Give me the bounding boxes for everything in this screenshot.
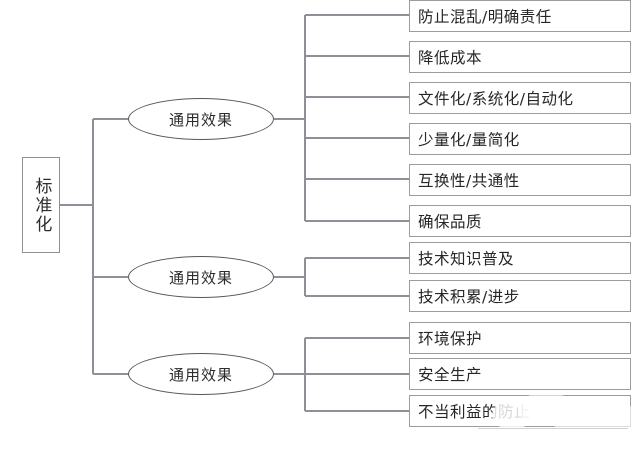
watermark-line <box>478 428 628 429</box>
leaf-label: 防止混乱/明确责任 <box>418 8 552 26</box>
leaf-box[interactable]: 技术知识普及 <box>409 242 631 274</box>
branch-node-3-label: 通用效果 <box>168 365 233 384</box>
leaf-label: 互换性/共通性 <box>418 172 520 190</box>
branch-node-2-label: 通用效果 <box>168 268 233 287</box>
branch-node-3[interactable]: 通用效果 <box>128 353 274 395</box>
branch-node-2[interactable]: 通用效果 <box>128 256 274 298</box>
leaf-label: 降低成本 <box>418 49 483 67</box>
leaf-box[interactable]: 防止混乱/明确责任 <box>409 0 631 32</box>
root-node-standardization[interactable]: 标准化 <box>22 157 60 253</box>
root-node-label: 标准化 <box>31 176 52 234</box>
leaf-label: 环境保护 <box>418 330 483 348</box>
leaf-label: 安全生产 <box>418 366 483 384</box>
leaf-box[interactable]: 互换性/共通性 <box>409 164 631 196</box>
leaf-box[interactable]: 少量化/量简化 <box>409 123 631 155</box>
leaf-box[interactable]: 不当利益的防止 <box>409 395 631 427</box>
leaf-box[interactable]: 文件化/系统化/自动化 <box>409 82 631 114</box>
leaf-label: 确保品质 <box>418 213 483 231</box>
leaf-box[interactable]: 降低成本 <box>409 41 631 73</box>
leaf-box[interactable]: 环境保护 <box>409 322 631 354</box>
leaf-label: 技术知识普及 <box>418 250 515 268</box>
leaf-label: 技术积累/进步 <box>418 288 520 306</box>
leaf-box[interactable]: 技术积累/进步 <box>409 280 631 312</box>
leaf-box[interactable]: 确保品质 <box>409 205 631 237</box>
leaf-label: 不当利益的防止 <box>418 403 531 421</box>
branch-node-1-label: 通用效果 <box>168 110 233 129</box>
branch-node-1[interactable]: 通用效果 <box>128 98 274 140</box>
leaf-label: 文件化/系统化/自动化 <box>418 90 574 108</box>
leaf-box[interactable]: 安全生产 <box>409 358 631 390</box>
leaf-label: 少量化/量简化 <box>418 131 520 149</box>
